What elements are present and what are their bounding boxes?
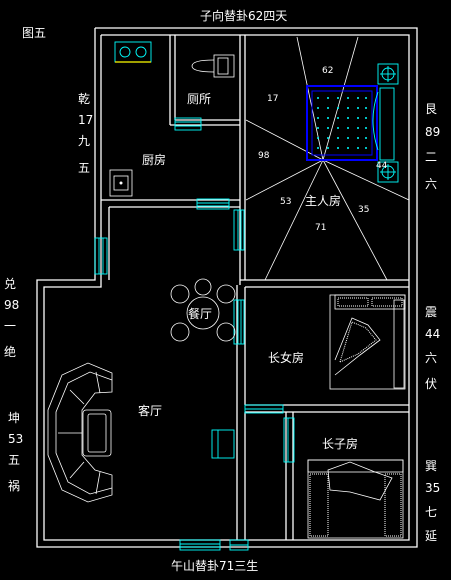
svg-text:九: 九 — [78, 134, 90, 148]
svg-text:98: 98 — [4, 298, 19, 312]
svg-text:坤: 坤 — [8, 410, 20, 425]
daughter-door — [233, 299, 245, 345]
svg-text:兑: 兑 — [4, 277, 16, 291]
stove — [114, 41, 152, 63]
svg-text:二: 二 — [425, 150, 437, 164]
bedside-lamp-top — [377, 63, 399, 85]
outer-wall-inner — [43, 34, 410, 541]
dining-table — [170, 278, 236, 342]
west-window — [94, 237, 108, 275]
walls — [36, 27, 418, 548]
outer-wall — [36, 27, 418, 548]
left-upper-label: 乾 17 九 五 — [78, 92, 93, 175]
svg-text:延: 延 — [425, 529, 437, 543]
svg-text:震: 震 — [425, 305, 437, 319]
kitchen-door — [196, 198, 230, 210]
bedside-lamp-bottom — [377, 161, 399, 183]
sector-number-71: 71 — [315, 223, 326, 233]
master-bed — [306, 63, 399, 183]
svg-text:五: 五 — [78, 161, 90, 175]
svg-text:七: 七 — [425, 505, 437, 519]
svg-text:五: 五 — [8, 453, 20, 467]
left-lower-label: 坤 53 五 祸 — [8, 410, 23, 493]
main-door — [179, 539, 221, 551]
svg-text:祸: 祸 — [8, 478, 20, 493]
room-label-son: 长子房 — [322, 436, 358, 451]
top-direction-label: 子向替卦62四天 — [200, 8, 287, 23]
master-door — [233, 209, 245, 251]
svg-text:绝: 绝 — [4, 344, 16, 359]
room-label-kitchen: 厨房 — [142, 152, 166, 167]
tv-cabinet — [211, 429, 235, 459]
toilet-fixture — [191, 54, 235, 78]
svg-text:53: 53 — [8, 432, 23, 446]
svg-text:伏: 伏 — [425, 377, 437, 391]
svg-text:44: 44 — [425, 327, 440, 341]
svg-text:六: 六 — [425, 177, 437, 191]
room-label-living: 客厅 — [138, 403, 162, 418]
sofa — [47, 362, 113, 503]
room-label-dining: 餐厅 — [188, 306, 212, 321]
son-bed — [307, 459, 404, 539]
right-lower-label: 巽 35 七 延 — [425, 459, 440, 543]
svg-text:89: 89 — [425, 125, 440, 139]
right-middle-label: 震 44 六 伏 — [425, 305, 440, 391]
openings — [94, 117, 295, 551]
sector-number-98: 98 — [258, 151, 270, 161]
svg-text:35: 35 — [425, 481, 440, 495]
kitchen-sink — [109, 169, 133, 197]
room-label-master-bedroom: 主人房 — [305, 193, 341, 208]
svg-text:一: 一 — [4, 319, 16, 333]
sector-number-44: 44 — [376, 161, 388, 171]
svg-text:艮: 艮 — [425, 102, 437, 116]
son-door-side — [283, 417, 295, 463]
room-label-toilet: 厕所 — [187, 92, 211, 106]
sector-number-35: 35 — [358, 205, 369, 215]
room-label-daughter: 长女房 — [268, 350, 304, 365]
right-upper-label: 艮 89 二 六 — [425, 102, 440, 191]
bottom-direction-label: 午山替卦71三生 — [171, 559, 258, 573]
svg-text:17: 17 — [78, 113, 93, 127]
svg-text:六: 六 — [425, 351, 437, 365]
daughter-bed — [329, 294, 406, 390]
left-middle-label: 兑 98 一 绝 — [4, 277, 19, 359]
sector-lines — [245, 36, 410, 281]
sector-number-62: 62 — [322, 66, 333, 76]
svg-text:乾: 乾 — [78, 92, 90, 106]
figure-label: 图五 — [22, 26, 46, 40]
svg-text:巽: 巽 — [425, 459, 437, 473]
sector-number-53: 53 — [280, 197, 291, 207]
toilet-door — [174, 117, 202, 131]
sector-number-17: 17 — [267, 94, 278, 104]
